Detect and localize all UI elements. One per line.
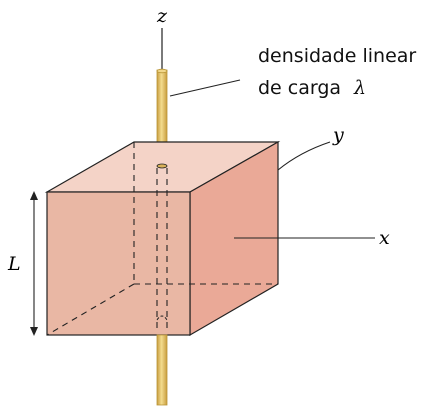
cube-front-face	[46, 191, 191, 336]
side-length-arrow	[30, 191, 38, 336]
hidden-edges	[46, 142, 278, 336]
z-axis-label: z	[156, 5, 168, 27]
y-axis-line	[277, 141, 331, 171]
density-leader-line	[169, 79, 241, 97]
y-axis-label: y	[332, 124, 344, 146]
rod-exit-hole	[156, 315, 168, 321]
lambda-symbol: λ	[353, 77, 366, 99]
x-axis-label: x	[379, 227, 390, 249]
rod-entry-hole	[156, 163, 168, 169]
rod-top-cap	[156, 68, 168, 74]
side-length-label: L	[7, 253, 21, 275]
charged-rod-bottom	[156, 334, 168, 406]
density-label-line1: densidade linear	[258, 45, 416, 67]
density-label-line2: de carga	[258, 77, 341, 99]
